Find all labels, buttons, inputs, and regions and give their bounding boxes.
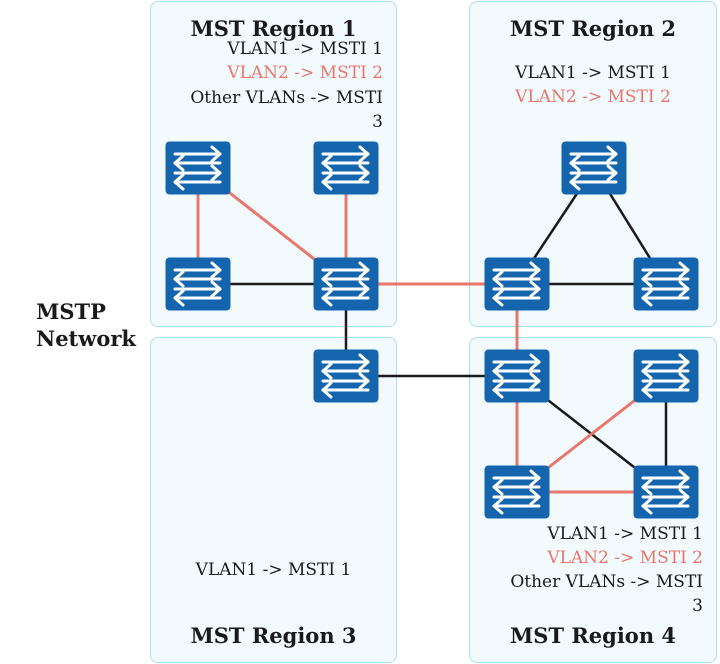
switch-r2-right[interactable]	[633, 257, 699, 311]
switch-icon	[633, 349, 699, 403]
region-1-map-other: Other VLANs -> MSTI	[190, 88, 383, 108]
region-2-map-vlan1: VLAN1 -> MSTI 1	[515, 63, 671, 83]
region-3-title: MST Region 3	[190, 623, 357, 648]
switch-r2-left[interactable]	[484, 257, 550, 311]
region-4-map-vlan1: VLAN1 -> MSTI 1	[547, 524, 703, 544]
switch-icon	[313, 349, 379, 403]
region-4-map-other-cont: 3	[692, 596, 703, 616]
switch-icon	[561, 141, 627, 195]
switch-r3[interactable]	[313, 349, 379, 403]
switch-r4-bottom-left[interactable]	[484, 465, 550, 519]
region-2-title: MST Region 2	[509, 16, 677, 41]
region-1-title: MST Region 1	[190, 16, 357, 41]
switch-icon	[165, 257, 231, 311]
switch-icon	[313, 141, 379, 195]
switch-icon	[484, 349, 550, 403]
region-4-map-vlan2: VLAN2 -> MSTI 2	[547, 548, 703, 568]
switch-icon	[633, 465, 699, 519]
region-4-title: MST Region 4	[509, 623, 677, 648]
switch-icon	[484, 257, 550, 311]
switch-r4-bottom-right[interactable]	[633, 465, 699, 519]
region-1-map-vlan1: VLAN1 -> MSTI 1	[227, 39, 383, 59]
switch-icon	[313, 257, 379, 311]
switch-r1-left[interactable]	[165, 257, 231, 311]
switch-r4-top-left[interactable]	[484, 349, 550, 403]
region-3-map-vlan1: VLAN1 -> MSTI 1	[195, 560, 352, 580]
region-1-map-other-cont: 3	[372, 112, 383, 132]
switch-r1-top-right[interactable]	[313, 141, 379, 195]
switch-icon	[484, 465, 550, 519]
region-2-map-vlan2: VLAN2 -> MSTI 2	[515, 87, 671, 107]
switch-r1-core[interactable]	[313, 257, 379, 311]
switch-r1-top-left[interactable]	[165, 141, 231, 195]
switch-icon	[165, 141, 231, 195]
switch-r4-top-right[interactable]	[633, 349, 699, 403]
switch-r2-top[interactable]	[561, 141, 627, 195]
region-1-map-vlan2: VLAN2 -> MSTI 2	[227, 63, 383, 83]
switch-icon	[633, 257, 699, 311]
region-4-map-other: Other VLANs -> MSTI	[510, 572, 703, 592]
